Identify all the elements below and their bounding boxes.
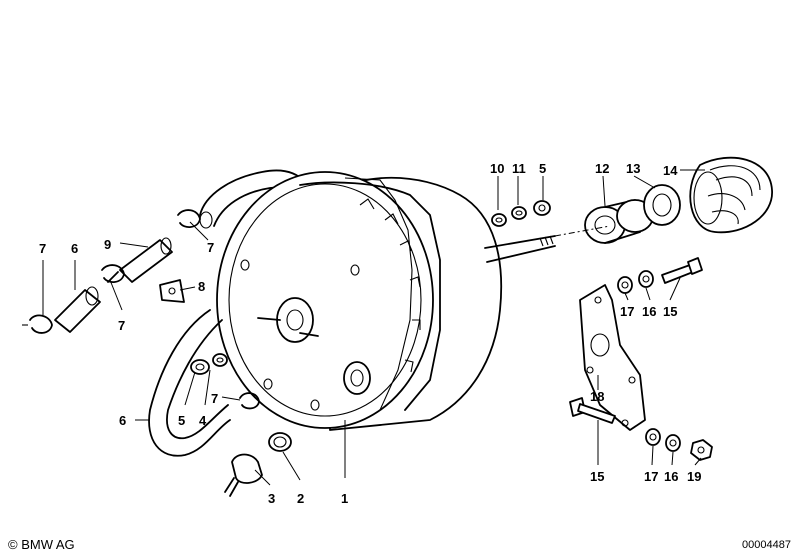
callout-4: 4	[199, 413, 207, 428]
washers-top-right	[491, 200, 551, 227]
callout-7-lower: 7	[211, 391, 218, 406]
callout-12: 12	[595, 161, 609, 176]
callout-15-lower: 15	[590, 469, 604, 484]
lower-vacuum-hose	[148, 309, 231, 457]
callout-18: 18	[590, 389, 604, 404]
callout-7-far-left: 7	[39, 241, 46, 256]
callout-6-left: 6	[71, 241, 78, 256]
callout-9: 9	[104, 237, 111, 252]
filter-and-boot	[584, 156, 773, 244]
callout-1: 1	[341, 491, 348, 506]
callout-19: 19	[687, 469, 701, 484]
callout-17-upper: 17	[620, 304, 634, 319]
callout-8: 8	[198, 279, 205, 294]
bolt-set-upper	[617, 257, 703, 294]
callout-15-upper: 15	[663, 304, 677, 319]
check-valve-left	[22, 209, 201, 334]
callout-14: 14	[663, 163, 678, 178]
callout-2: 2	[297, 491, 304, 506]
callout-13: 13	[626, 161, 640, 176]
callout-5-left: 5	[178, 413, 185, 428]
nut-washer-left	[190, 353, 228, 375]
copyright-label: © BMW AG	[8, 537, 75, 552]
grommet-and-valve	[224, 392, 292, 497]
rear-axis	[554, 225, 611, 237]
callout-7-mid: 7	[118, 318, 125, 333]
bolt-set-lower	[569, 397, 713, 461]
callout-7-top: 7	[207, 240, 214, 255]
callout-16-upper: 16	[642, 304, 656, 319]
callout-16-lower: 16	[664, 469, 678, 484]
mounting-bracket	[579, 284, 646, 431]
brake-booster	[216, 171, 556, 431]
callout-5-top: 5	[539, 161, 546, 176]
callout-6-lower: 6	[119, 413, 126, 428]
callout-3: 3	[268, 491, 275, 506]
leader-lines	[42, 169, 705, 486]
callout-11: 11	[512, 161, 526, 176]
diagram-number: 00004487	[742, 539, 791, 551]
callout-labels: 1 2 3 4 5 5 6 6 7 7 7 7 8 9 10 11 12 13 …	[39, 161, 701, 506]
callout-10: 10	[490, 161, 504, 176]
callout-17-lower: 17	[644, 469, 658, 484]
